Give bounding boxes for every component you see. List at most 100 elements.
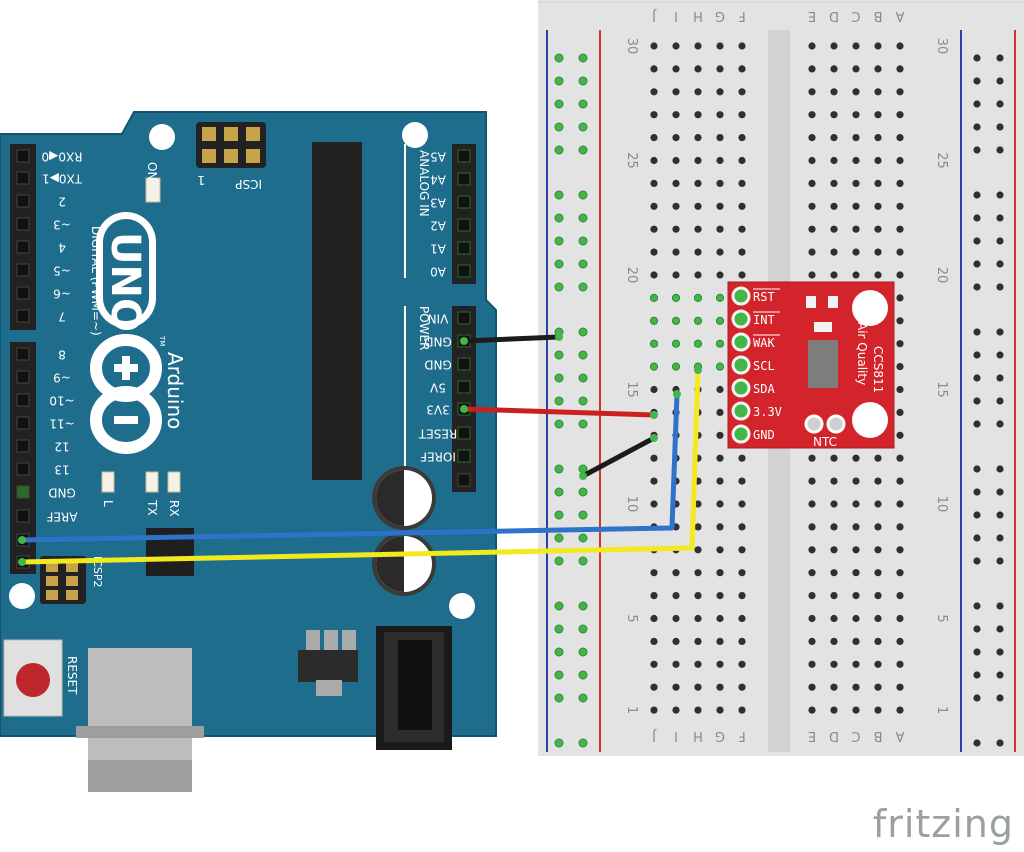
breadboard-rail-hole — [973, 100, 981, 108]
breadboard-hole — [896, 523, 904, 531]
breadboard-rail-hole — [578, 533, 588, 543]
breadboard-hole — [830, 88, 838, 96]
breadboard-rail-hole — [578, 76, 588, 86]
breadboard-hole — [672, 637, 680, 646]
sensor-pin — [731, 332, 751, 352]
breadboard-hole — [738, 111, 746, 119]
breadboard-hole — [808, 569, 816, 577]
breadboard-hole — [672, 706, 680, 714]
breadboard-rail-hole — [554, 647, 564, 657]
breadboard-hole — [808, 592, 816, 600]
breadboard-hole — [808, 65, 816, 73]
row-number: 20 — [934, 267, 949, 284]
breadboard-hole — [672, 111, 680, 119]
breadboard-hole — [650, 88, 658, 96]
breadboard-rail-hole — [973, 260, 981, 268]
breadboard-hole — [716, 660, 724, 668]
breadboard-rail-hole — [578, 122, 588, 132]
breadboard-hole — [716, 65, 724, 73]
breadboard-hole — [716, 546, 724, 554]
breadboard-hole — [808, 614, 816, 623]
breadboard-hole — [874, 546, 882, 554]
ccs811-sensor-board: NTC CCS811 Air Quality RSTINTWAKSCLSDA3.… — [727, 281, 895, 449]
column-letter: H — [693, 8, 703, 23]
breadboard-hole — [694, 248, 702, 256]
digital-pin-label: ~10 — [49, 394, 74, 408]
digital-pin-label: ~11 — [49, 417, 74, 431]
capacitor — [372, 532, 436, 596]
ntc-label: NTC — [813, 435, 837, 449]
breadboard-hole — [694, 179, 702, 187]
column-letter: G — [715, 8, 725, 23]
column-letter: I — [674, 8, 678, 23]
rx-led — [167, 471, 181, 493]
l-led — [101, 471, 115, 493]
breadboard-hole — [650, 202, 658, 210]
breadboard-hole — [808, 523, 816, 531]
breadboard-hole — [830, 202, 838, 210]
breadboard-hole — [830, 454, 838, 462]
digital-pin-socket — [16, 347, 30, 361]
breadboard-rail-hole — [554, 259, 564, 269]
breadboard-hole — [650, 683, 658, 691]
breadboard-hole — [694, 225, 702, 233]
breadboard-rail-hole — [578, 487, 588, 497]
analog-header — [452, 144, 476, 284]
breadboard-hole — [715, 362, 725, 371]
analog-pin-label: A3 — [430, 196, 446, 210]
breadboard-hole — [672, 660, 680, 668]
breadboard-hole — [672, 202, 680, 210]
breadboard-rail-hole — [973, 374, 981, 382]
breadboard-rail-hole — [578, 693, 588, 703]
digital-pin-label: 7 — [58, 310, 66, 324]
breadboard-hole — [852, 179, 860, 187]
row-number: 20 — [624, 267, 639, 284]
breadboard-rail-hole — [973, 397, 981, 405]
column-letter: A — [895, 8, 904, 23]
power-pin-socket — [457, 473, 471, 487]
breadboard-rail-hole — [554, 533, 564, 543]
breadboard-hole — [808, 225, 816, 233]
breadboard-hole — [830, 248, 838, 256]
breadboard-rail-hole — [973, 214, 981, 222]
breadboard-hole — [874, 42, 882, 50]
analog-pin-socket — [457, 264, 471, 278]
analog-pin-label: A4 — [430, 173, 446, 187]
digital-pin-socket — [16, 416, 30, 430]
breadboard-hole — [896, 202, 904, 210]
breadboard-hole — [716, 614, 724, 623]
breadboard-hole — [715, 293, 725, 302]
uno-logo: UNO — [96, 212, 156, 332]
breadboard-hole — [874, 637, 882, 646]
breadboard-hole — [874, 179, 882, 187]
arduino-uno-board: RX0◀0TX0▶12~34~5~678~9~10~111213GNDAREF … — [0, 111, 497, 792]
breadboard-hole — [808, 202, 816, 210]
breadboard-rail-hole — [578, 282, 588, 292]
breadboard-hole — [650, 706, 658, 714]
wire-3v3-to-sensor — [461, 406, 657, 418]
digital-pin-label: ~9 — [53, 371, 71, 385]
breadboard-hole — [716, 385, 724, 394]
breadboard-hole — [808, 546, 816, 554]
breadboard-hole — [896, 408, 904, 416]
breadboard-hole — [715, 316, 725, 325]
breadboard-hole — [650, 225, 658, 233]
breadboard-hole — [874, 248, 882, 256]
column-letter: G — [715, 728, 725, 743]
breadboard-hole — [896, 179, 904, 187]
breadboard-rail-hole — [973, 488, 981, 496]
breadboard-hole — [852, 477, 860, 485]
breadboard-hole — [830, 569, 838, 577]
breadboard-hole — [738, 683, 746, 691]
breadboard-hole — [852, 248, 860, 256]
breadboard-hole — [716, 683, 724, 691]
breadboard-hole — [830, 660, 838, 668]
digital-pin-socket — [16, 309, 30, 323]
breadboard-hole — [738, 271, 746, 279]
breadboard-hole — [852, 271, 860, 279]
column-letter: F — [738, 8, 745, 23]
